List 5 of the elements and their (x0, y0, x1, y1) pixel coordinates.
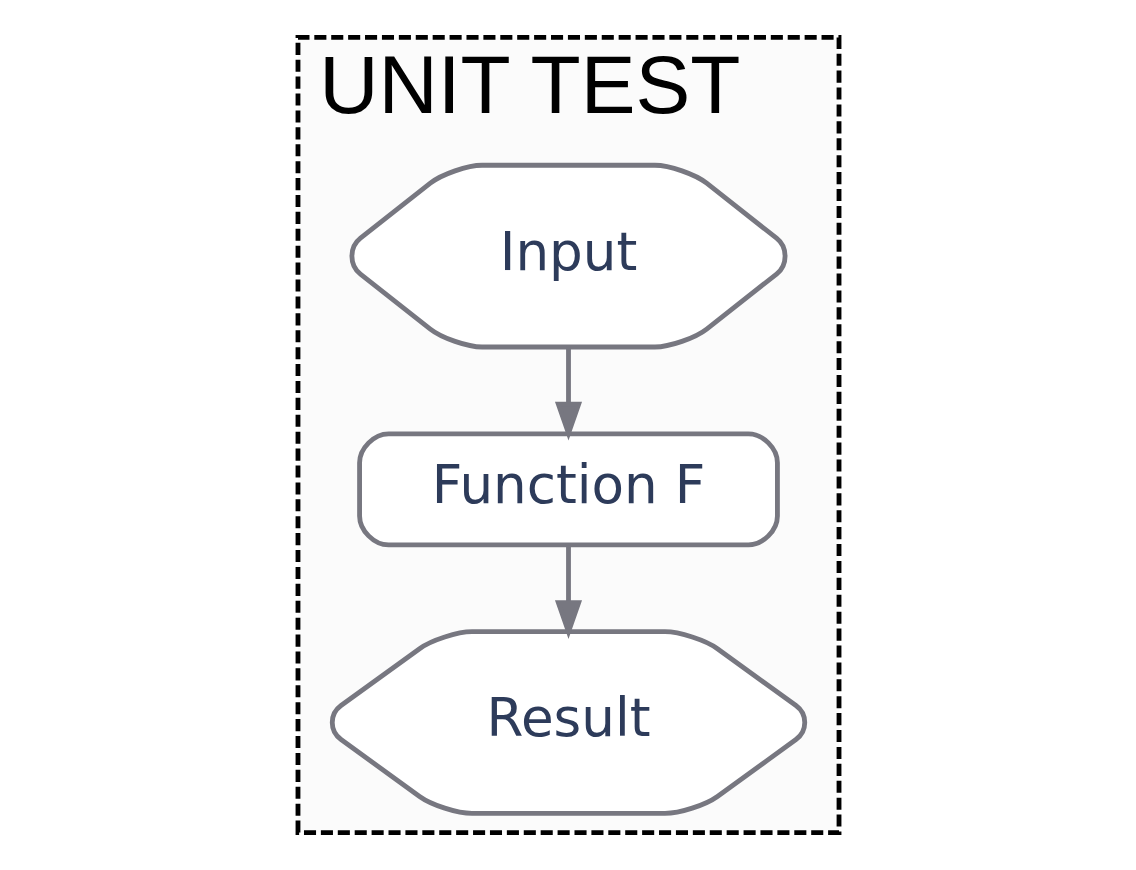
node-ellipse: Result (329, 629, 807, 816)
arrow (554, 545, 582, 639)
node-ellipse: Input (349, 162, 787, 350)
node-box: Function F (356, 431, 780, 548)
arrow (554, 346, 582, 441)
